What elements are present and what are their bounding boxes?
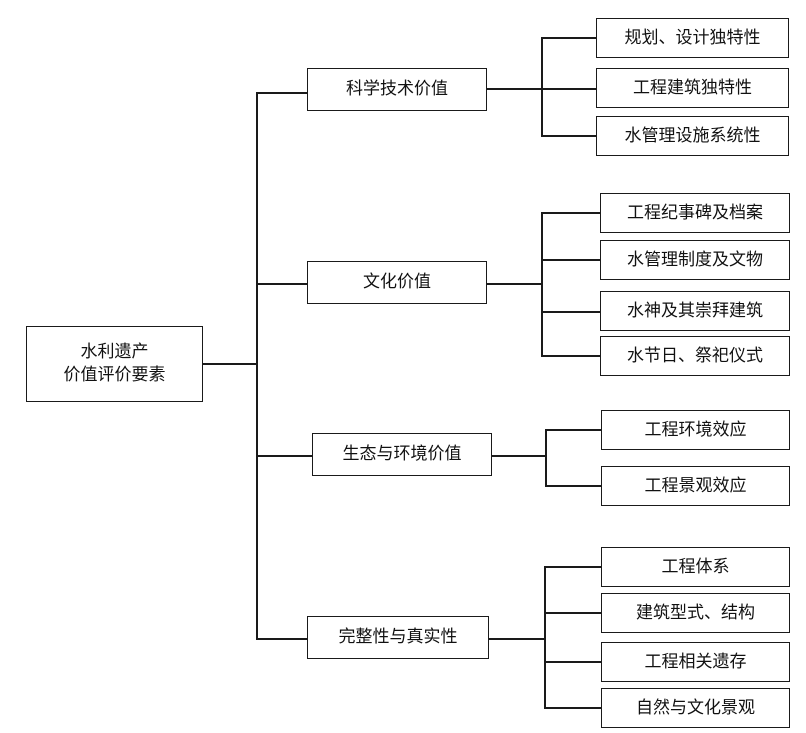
branch-2-connector xyxy=(256,283,308,285)
leaf-node-4-1: 工程体系 xyxy=(601,547,790,587)
group-1-out xyxy=(486,88,542,90)
group-4-leaf-3 xyxy=(544,661,602,663)
group-4-leaf-1 xyxy=(544,566,602,568)
branch-1-connector xyxy=(256,92,308,94)
leaf-node-1-3: 水管理设施系统性 xyxy=(596,116,789,156)
category-node-3: 生态与环境价值 xyxy=(312,433,492,476)
leaf-node-1-1: 规划、设计独特性 xyxy=(596,18,789,58)
group-3-leaf-2 xyxy=(545,485,602,487)
group-3-out xyxy=(491,455,546,457)
group-1-leaf-3 xyxy=(541,135,597,137)
group-1-leaf-2 xyxy=(541,88,597,90)
leaf-node-3-2: 工程景观效应 xyxy=(601,466,790,506)
category-node-1: 科学技术价值 xyxy=(307,68,487,111)
group-2-vertical xyxy=(541,212,543,357)
root-title-line-1: 水利遗产 xyxy=(80,342,149,363)
group-4-vertical xyxy=(544,566,546,709)
group-2-out xyxy=(486,283,542,285)
category-node-2: 文化价值 xyxy=(307,261,487,304)
branch-4-connector xyxy=(256,638,308,640)
leaf-node-4-2: 建筑型式、结构 xyxy=(601,593,790,633)
branch-3-connector xyxy=(256,455,313,457)
group-2-leaf-1 xyxy=(541,212,601,214)
group-3-leaf-1 xyxy=(545,429,602,431)
group-2-leaf-4 xyxy=(541,355,601,357)
leaf-node-2-4: 水节日、祭祀仪式 xyxy=(600,336,790,376)
leaf-node-4-4: 自然与文化景观 xyxy=(601,688,790,728)
group-3-vertical xyxy=(545,429,547,487)
leaf-node-2-3: 水神及其崇拜建筑 xyxy=(600,291,790,331)
group-4-leaf-2 xyxy=(544,612,602,614)
category-node-4: 完整性与真实性 xyxy=(307,616,489,659)
group-1-leaf-1 xyxy=(541,37,597,39)
root-title-line-2: 价值评价要素 xyxy=(63,365,166,385)
leaf-node-2-1: 工程纪事碑及档案 xyxy=(600,193,790,233)
group-2-leaf-3 xyxy=(541,311,601,313)
group-4-out xyxy=(488,638,545,640)
trunk-vertical xyxy=(256,92,258,639)
root-connector xyxy=(202,363,257,365)
root-node: 水利遗产 价值评价要素 xyxy=(26,326,203,402)
leaf-node-2-2: 水管理制度及文物 xyxy=(600,240,790,280)
group-4-leaf-4 xyxy=(544,707,602,709)
leaf-node-3-1: 工程环境效应 xyxy=(601,410,790,450)
leaf-node-4-3: 工程相关遗存 xyxy=(601,642,790,682)
group-2-leaf-2 xyxy=(541,259,601,261)
group-1-vertical xyxy=(541,37,543,137)
leaf-node-1-2: 工程建筑独特性 xyxy=(596,68,789,108)
